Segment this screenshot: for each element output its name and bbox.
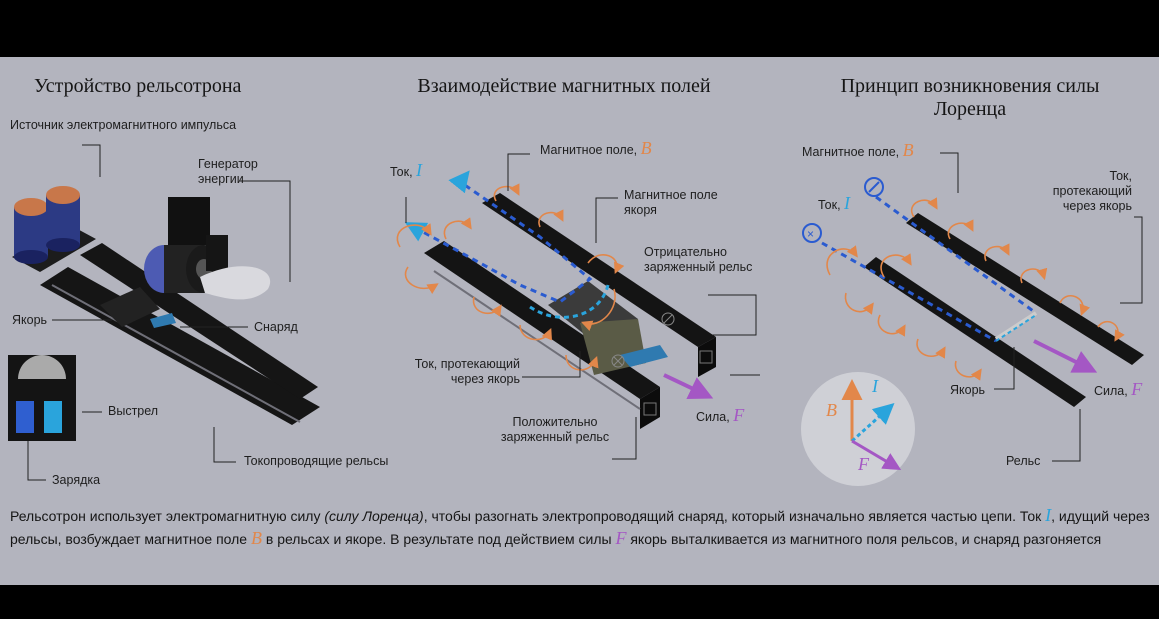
caption-symbol-i: I [1045,505,1052,525]
label-through-armature-3: Ток, протекающий через якорь [1052,169,1132,213]
label-magfield-3: Магнитное поле, B [802,140,914,160]
label-projectile: Снаряд [254,320,298,334]
label-rail-3: Рельс [1006,454,1041,468]
label-current-3-text: Ток, [818,198,841,212]
label-force-3: Сила, F [1094,379,1143,399]
symbol-f: F [733,405,745,425]
label-current-3: Ток, I [818,193,851,213]
symbol-b-3: B [902,140,914,160]
coil-left [14,198,48,264]
caption-part-5: якорь выталкивается из магнитного поля р… [626,531,1102,547]
panel-title-fields: Взаимодействие магнитных полей [417,75,711,97]
magnetic-fields-illustration [396,153,760,460]
vector-i: I [872,376,878,396]
caption-lorentz-italic: (силу Лоренца) [324,508,424,524]
label-armature-3: Якорь [950,383,986,397]
caption-part-1: Рельсотрон использует электромагнитную с… [10,508,325,524]
svg-text:×: × [807,227,814,241]
panel-title-lorentz: Принцип возникновения силы Лоренца [840,75,1100,120]
label-force: Сила, F [696,405,745,425]
label-armature: Якорь [12,313,48,327]
symbol-i: I [416,160,423,180]
label-current-text: Ток, [390,165,413,179]
vector-b: B [826,400,837,420]
symbol-i-3: I [844,193,851,213]
symbol-b: B [640,138,652,158]
diagram-graphics: × [8,144,1144,486]
label-generator: Генератор энергии [198,157,258,186]
control-panel [8,355,76,441]
label-current: Ток, I [390,160,423,180]
label-charging: Зарядка [52,473,101,487]
symbol-f-3: F [1131,379,1143,399]
label-magfield-3-text: Магнитное поле, [802,145,900,159]
caption-symbol-b: B [250,528,262,548]
caption: Рельсотрон использует электромагнитную с… [10,504,1150,550]
infographic-canvas: × [0,57,1159,585]
panel-title-device: Устройство рельсотрона [34,75,242,97]
lorentz-force-illustration: × [801,152,1144,486]
railgun-device-illustration [8,144,320,481]
label-through-armature: Ток, протекающий через якорь [414,357,520,386]
label-magfield-text: Магнитное поле, [540,143,638,157]
generator-illustration [144,197,271,300]
label-neg-rail: Отрицательно заряженный рельс [644,245,753,274]
caption-part-4: в рельсах и якоре. В результате под дейс… [261,531,616,547]
label-pos-rail: Положительно заряженный рельс [500,415,610,444]
label-pulse-source: Источник электромагнитного импульса [10,118,237,132]
vector-f: F [858,454,869,474]
caption-symbol-f: F [615,528,627,548]
caption-part-2: , чтобы разогнать электропроводящий снар… [423,508,1046,524]
label-rails: Токопроводящие рельсы [244,454,389,468]
coil-right [46,186,80,252]
label-armature-field: Магнитное поле якоря [624,188,718,217]
label-magfield: Магнитное поле, B [540,138,652,158]
label-shot: Выстрел [108,404,159,418]
label-force-3-text: Сила, [1094,384,1128,398]
caption-part-3: , идущий через рельсы, возбуждает магнит… [10,508,1150,547]
label-force-text: Сила, [696,410,730,424]
